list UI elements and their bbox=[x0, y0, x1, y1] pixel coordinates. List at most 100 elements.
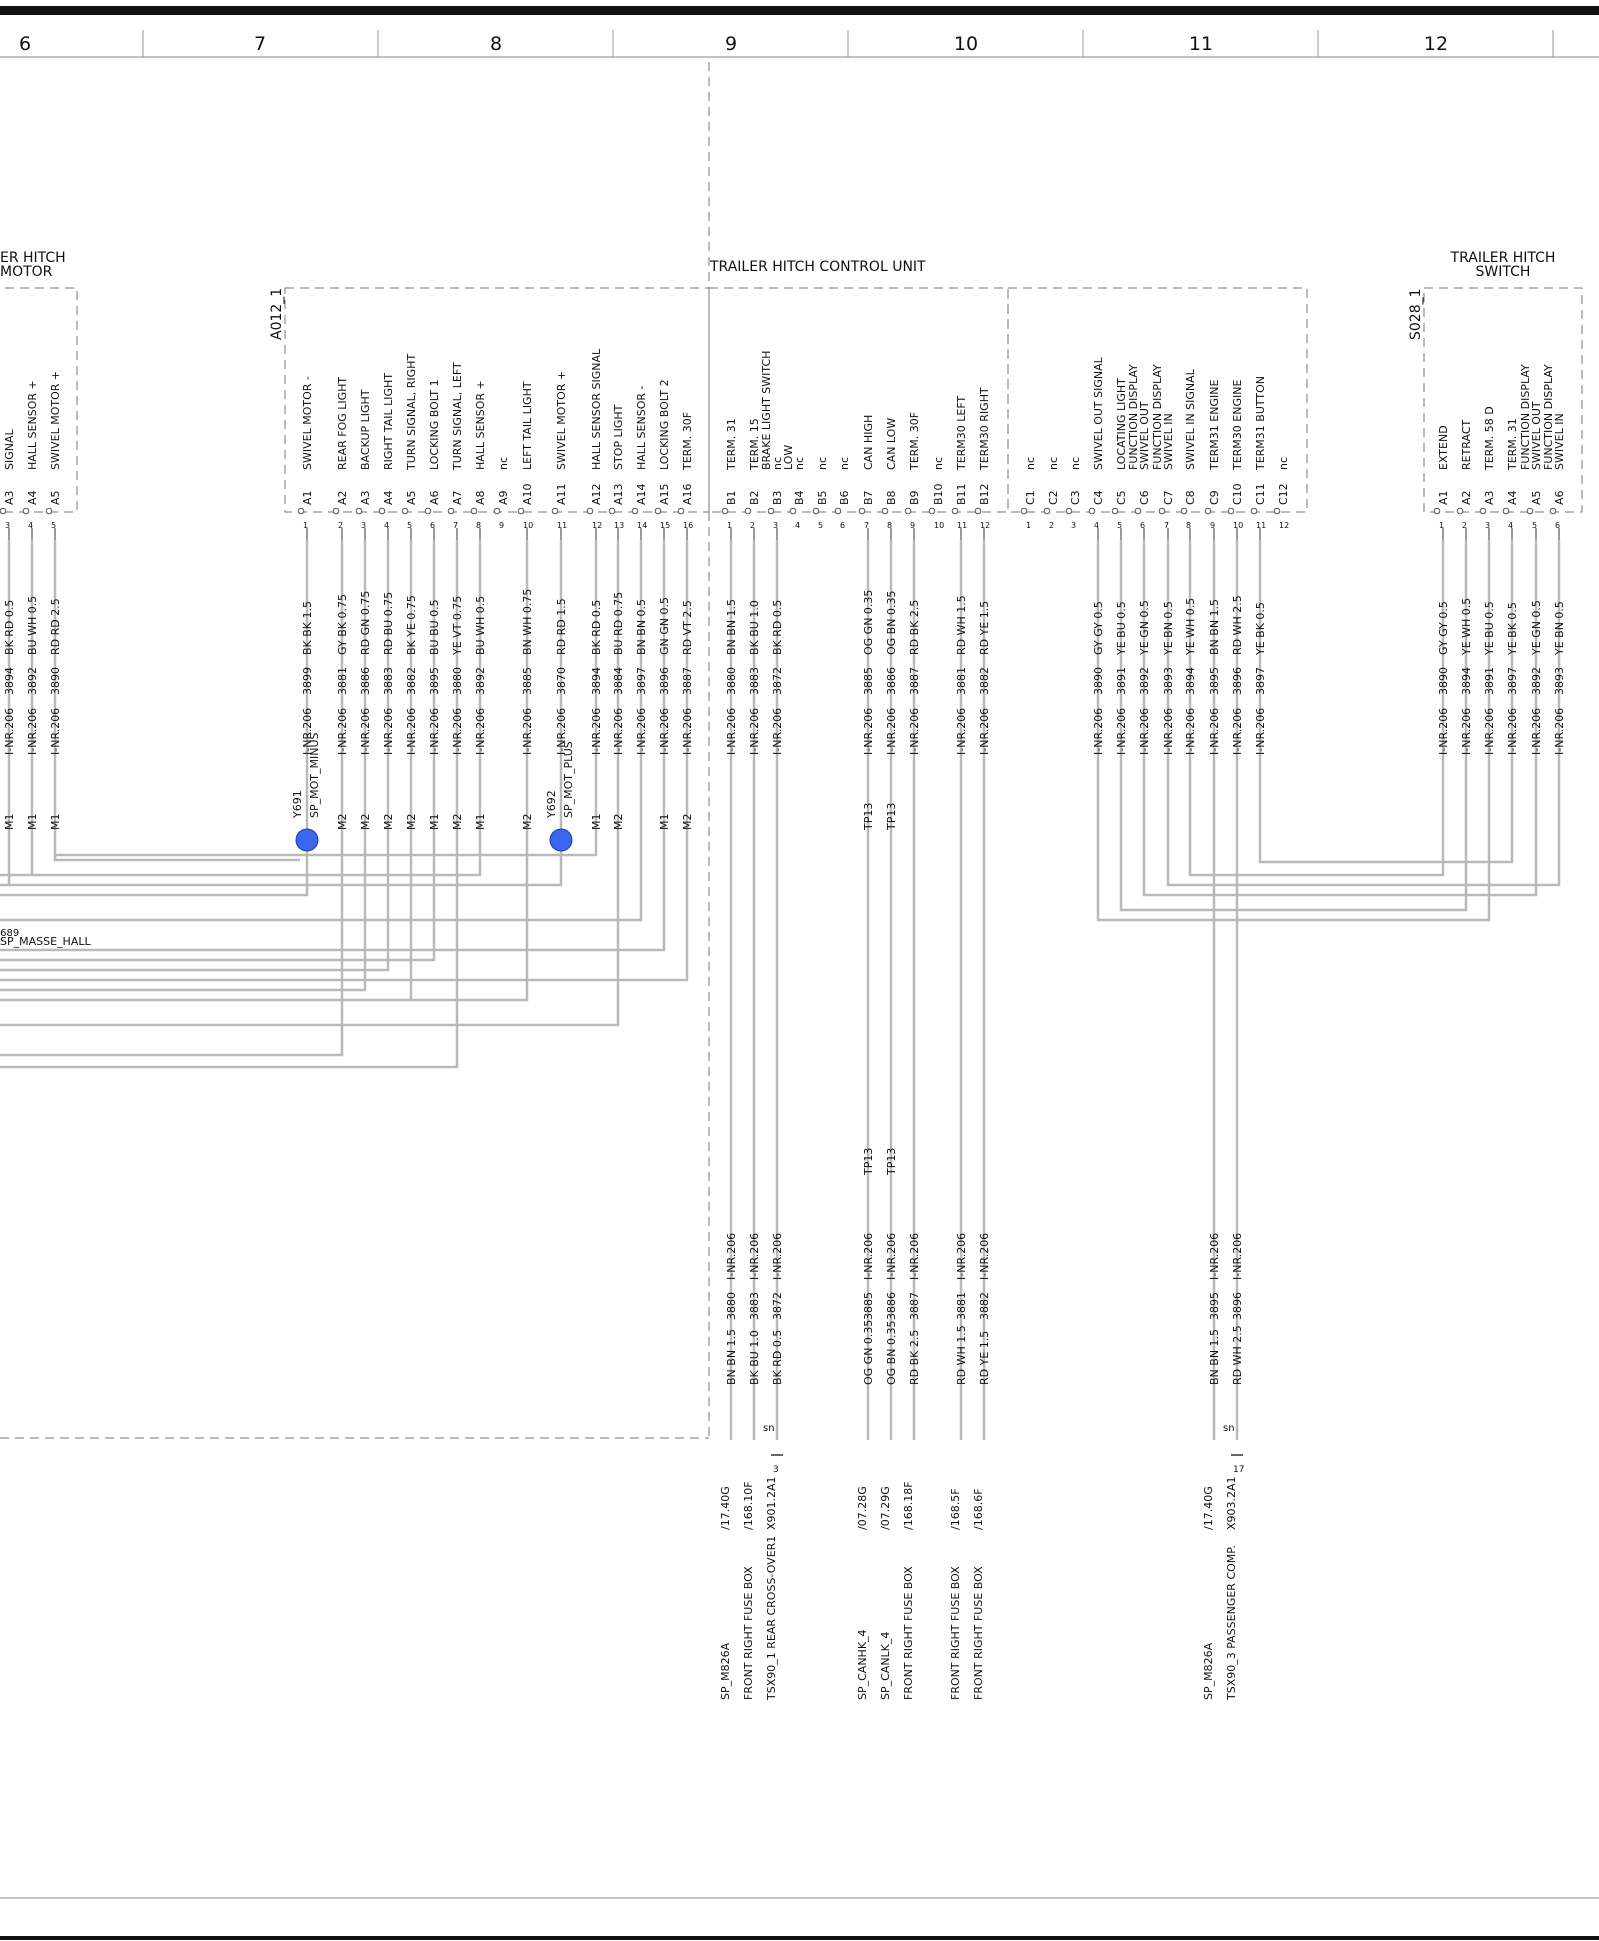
pin-contact bbox=[1134, 507, 1142, 515]
wire-marker: M1 bbox=[590, 814, 603, 831]
wire-circuit-number: 3880 bbox=[451, 667, 464, 695]
wire-color-code: BU WH 0.5 bbox=[26, 596, 39, 655]
pin-contact bbox=[332, 507, 340, 515]
wire-color-code: YE BN 0.5 bbox=[1162, 601, 1175, 656]
wire-circuit-number: 3885 bbox=[521, 667, 534, 695]
wire-color-code: BK BU 1.0 bbox=[748, 1330, 761, 1385]
wire-circuit-number: 3897 bbox=[1254, 667, 1267, 695]
pin-contact bbox=[789, 507, 797, 515]
splice-name: SP_MOT_PLUS bbox=[562, 741, 575, 818]
wire-circuit-number: 3882 bbox=[978, 667, 991, 695]
wire-circuit-number: 3894 bbox=[590, 667, 603, 695]
pin-contact bbox=[470, 507, 478, 515]
wire-color-code: OG BN 0.35 bbox=[885, 1321, 898, 1385]
wire-circuit-number: 3892 bbox=[1530, 667, 1543, 695]
pin-label: HALL SENSOR - bbox=[635, 386, 648, 470]
wire-circuit-number: 3892 bbox=[1138, 667, 1151, 695]
pin-number: 1 bbox=[1026, 521, 1031, 530]
pin-number: 8 bbox=[887, 521, 892, 530]
wire-color-code: BN BN 1.5 bbox=[725, 599, 738, 655]
wire-reference: I-NR.206 bbox=[908, 708, 921, 755]
pin-number: 5 bbox=[51, 521, 56, 530]
switch-id: S028_1 bbox=[1408, 288, 1424, 340]
pin-label: TERM. 15 bbox=[748, 418, 761, 471]
connector-pin-number: 3 bbox=[773, 1465, 779, 1475]
wire-circuit-number: 3886 bbox=[359, 667, 372, 695]
pin-label: TERM31 BUTTON bbox=[1254, 376, 1267, 471]
wire-color-code: OG GN 0.35 bbox=[862, 1320, 875, 1385]
pin-contact bbox=[654, 507, 662, 515]
pin-label: SWIVEL OUT SIGNAL bbox=[1092, 356, 1105, 470]
hitch-switch-box bbox=[1423, 287, 1583, 513]
bottom-border bbox=[0, 1936, 1599, 1940]
pin-contact bbox=[1433, 507, 1441, 515]
wire-reference: I-NR.206 bbox=[301, 708, 314, 755]
pin-contact bbox=[586, 507, 594, 515]
wire-color-code: YE BK 0.5 bbox=[1506, 602, 1519, 656]
pin-number: 5 bbox=[818, 521, 823, 530]
wire-color-code: BU WH 0.5 bbox=[474, 596, 487, 655]
pin-number: 2 bbox=[1049, 521, 1054, 530]
pin-label: HALL SENSOR SIGNAL bbox=[590, 348, 603, 470]
wire-destination: FRONT RIGHT FUSE BOX bbox=[949, 1566, 962, 1700]
wire-circuit-number: 3890 bbox=[49, 667, 62, 695]
pin-id: A2 bbox=[1460, 490, 1473, 505]
pin-contact bbox=[1088, 507, 1096, 515]
pin-label: TERM30 RIGHT bbox=[978, 387, 991, 471]
pin-id: A1 bbox=[301, 490, 314, 505]
pin-number: 2 bbox=[750, 521, 755, 530]
pin-label: LOCKING BOLT 2 bbox=[658, 379, 671, 470]
pin-label: SWIVEL OUT bbox=[1530, 401, 1543, 470]
wire-reference: I-NR.206 bbox=[3, 708, 16, 755]
wire bbox=[0, 540, 459, 1069]
wire-destination: TSX90_1 REAR CROSS-OVER1 bbox=[765, 1536, 778, 1701]
wire-reference: I-NR.206 bbox=[748, 1233, 761, 1280]
pin-label: nc bbox=[771, 457, 784, 470]
wire-reference: I-NR.206 bbox=[681, 708, 694, 755]
wire-marker: M1 bbox=[49, 814, 62, 831]
pin-id: A13 bbox=[612, 483, 625, 505]
top-border bbox=[0, 6, 1599, 15]
wire-destination: SP_CANHK_4 bbox=[856, 1629, 869, 1700]
wire-destination: SP_M826A bbox=[1202, 1642, 1215, 1700]
pin-contact bbox=[904, 507, 912, 515]
pin-contact bbox=[297, 507, 305, 515]
pin-label: EXTEND bbox=[1437, 425, 1450, 470]
wire-marker: M2 bbox=[451, 814, 464, 831]
wire-circuit-number: 3892 bbox=[474, 667, 487, 695]
shield-marker: sn bbox=[763, 1423, 775, 1434]
pin-label: nc bbox=[1277, 457, 1290, 470]
splice-id: Y691 bbox=[291, 790, 304, 819]
wire-marker: M2 bbox=[521, 814, 534, 831]
pin-number: 1 bbox=[1439, 521, 1444, 530]
wire-circuit-number: 3886 bbox=[885, 667, 898, 695]
wire-circuit-number: 3880 bbox=[725, 1292, 738, 1320]
wire bbox=[9, 540, 563, 887]
pin-number: 5 bbox=[1532, 521, 1537, 530]
pin-id: A9 bbox=[497, 490, 510, 505]
pin-contact bbox=[424, 507, 432, 515]
wire-circuit-number: 3881 bbox=[955, 667, 968, 695]
wire-reference: I-NR.206 bbox=[382, 708, 395, 755]
hitch-motor-title: ER HITCH bbox=[0, 250, 66, 266]
wire-circuit-number: 3885 bbox=[862, 1292, 875, 1320]
pin-label: HALL SENSOR + bbox=[26, 380, 39, 470]
pin-contact bbox=[1273, 507, 1281, 515]
pin-label: TURN SIGNAL, RIGHT bbox=[405, 354, 418, 471]
wire-color-code: BK RD 0.5 bbox=[590, 600, 603, 655]
grid-column-number: 12 bbox=[1424, 33, 1448, 55]
pin-contact bbox=[1250, 507, 1258, 515]
wire bbox=[1258, 540, 1514, 864]
grid-column-number: 9 bbox=[725, 33, 737, 55]
wire-circuit-number: 3884 bbox=[612, 667, 625, 695]
wire-page-reference: /168.10F bbox=[742, 1481, 755, 1530]
wire-color-code: RD WH 2.5 bbox=[1231, 1325, 1244, 1385]
pin-id: A1 bbox=[1437, 490, 1450, 505]
pin-contact bbox=[1111, 507, 1119, 515]
pin-number: 4 bbox=[384, 521, 389, 530]
grid-column-number: 11 bbox=[1189, 33, 1213, 55]
pin-label: TERM. 30F bbox=[908, 412, 921, 471]
wire-circuit-number: 3892 bbox=[26, 667, 39, 695]
pin-contact bbox=[721, 507, 729, 515]
wire-reference: I-NR.206 bbox=[451, 708, 464, 755]
